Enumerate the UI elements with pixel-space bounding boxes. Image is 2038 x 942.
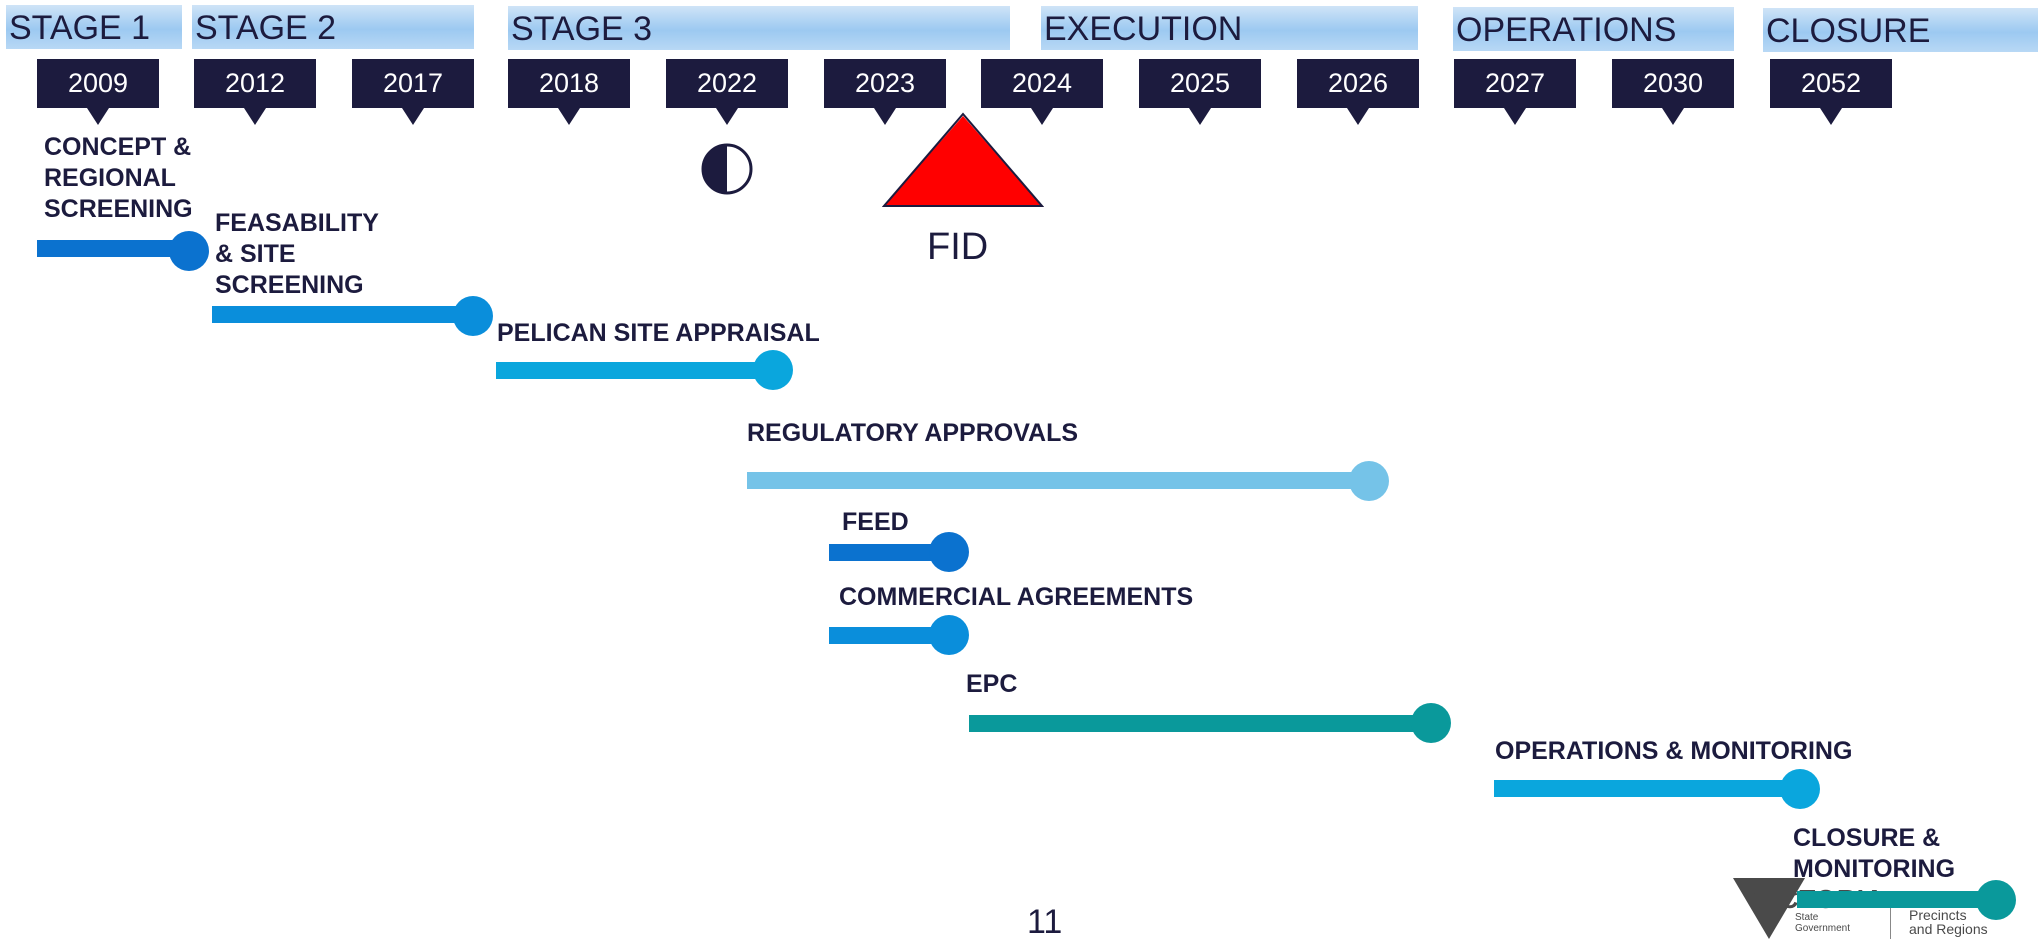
year-marker: 2022 — [666, 59, 788, 125]
stage-banner-2: STAGE 2 — [192, 5, 474, 49]
year-marker: 2012 — [194, 59, 316, 125]
year-marker: 2009 — [37, 59, 159, 125]
year-marker: 2018 — [508, 59, 630, 125]
year-marker: 2025 — [1139, 59, 1261, 125]
year-marker: 2052 — [1770, 59, 1892, 125]
year-marker: 2027 — [1454, 59, 1576, 125]
task-label-commercial: COMMERCIAL AGREEMENTS — [839, 583, 1194, 611]
logo-subtitle: State Government — [1795, 912, 1851, 934]
task-end-dot-feasability — [453, 296, 493, 336]
fid-milestone-outline — [882, 112, 1044, 207]
task-bar-concept — [37, 240, 187, 257]
task-end-dot-concept — [169, 231, 209, 271]
task-bar-pelican — [496, 362, 772, 379]
task-bar-operations — [1494, 780, 1810, 797]
task-end-dot-commercial — [929, 615, 969, 655]
year-marker: 2017 — [352, 59, 474, 125]
stage-banner-3: STAGE 3 — [508, 6, 1010, 50]
year-marker: 2026 — [1297, 59, 1419, 125]
half-filled-circle-icon — [701, 143, 753, 195]
task-label-feasability: FEASABILITY & SITE SCREENING — [215, 209, 379, 299]
task-end-dot-feed — [929, 532, 969, 572]
year-marker: 2023 — [824, 59, 946, 125]
task-label-feed: FEED — [842, 508, 909, 536]
task-label-regulatory: REGULATORY APPROVALS — [747, 419, 1079, 447]
task-end-dot-epc — [1411, 703, 1451, 743]
logo-department: Precincts and Regions — [1909, 907, 1988, 937]
page-number: 11 — [1027, 903, 1063, 941]
task-label-concept: CONCEPT & REGIONAL SCREENING — [44, 133, 193, 223]
task-label-operations: OPERATIONS & MONITORING — [1495, 737, 1853, 765]
year-marker: 2030 — [1612, 59, 1734, 125]
task-bar-epc — [969, 715, 1429, 732]
task-bar-regulatory — [747, 472, 1369, 489]
stage-banner-execution: EXECUTION — [1041, 6, 1418, 50]
task-bar-feed — [829, 544, 961, 561]
task-end-dot-operations — [1780, 769, 1820, 809]
stage-banner-closure: CLOSURE — [1763, 8, 2038, 52]
fid-milestone-triangle — [884, 116, 1042, 206]
stage-banner-1: STAGE 1 — [6, 5, 182, 49]
victoria-emblem-icon — [1733, 878, 1805, 939]
task-bar-closure — [1797, 891, 1997, 908]
task-label-epc: EPC — [966, 670, 1018, 698]
task-bar-feasability — [212, 306, 470, 323]
stage-banner-operations: OPERATIONS — [1453, 7, 1734, 51]
logo-divider — [1890, 908, 1891, 939]
task-bar-commercial — [829, 627, 949, 644]
task-label-closure: CLOSURE & MONITORING — [1793, 824, 1956, 883]
task-label-pelican: PELICAN SITE APPRAISAL — [497, 319, 820, 347]
year-marker: 2024 — [981, 59, 1103, 125]
task-end-dot-regulatory — [1349, 461, 1389, 501]
task-end-dot-pelican — [753, 350, 793, 390]
task-end-dot-closure — [1976, 880, 2016, 920]
fid-label: FID — [927, 226, 989, 268]
